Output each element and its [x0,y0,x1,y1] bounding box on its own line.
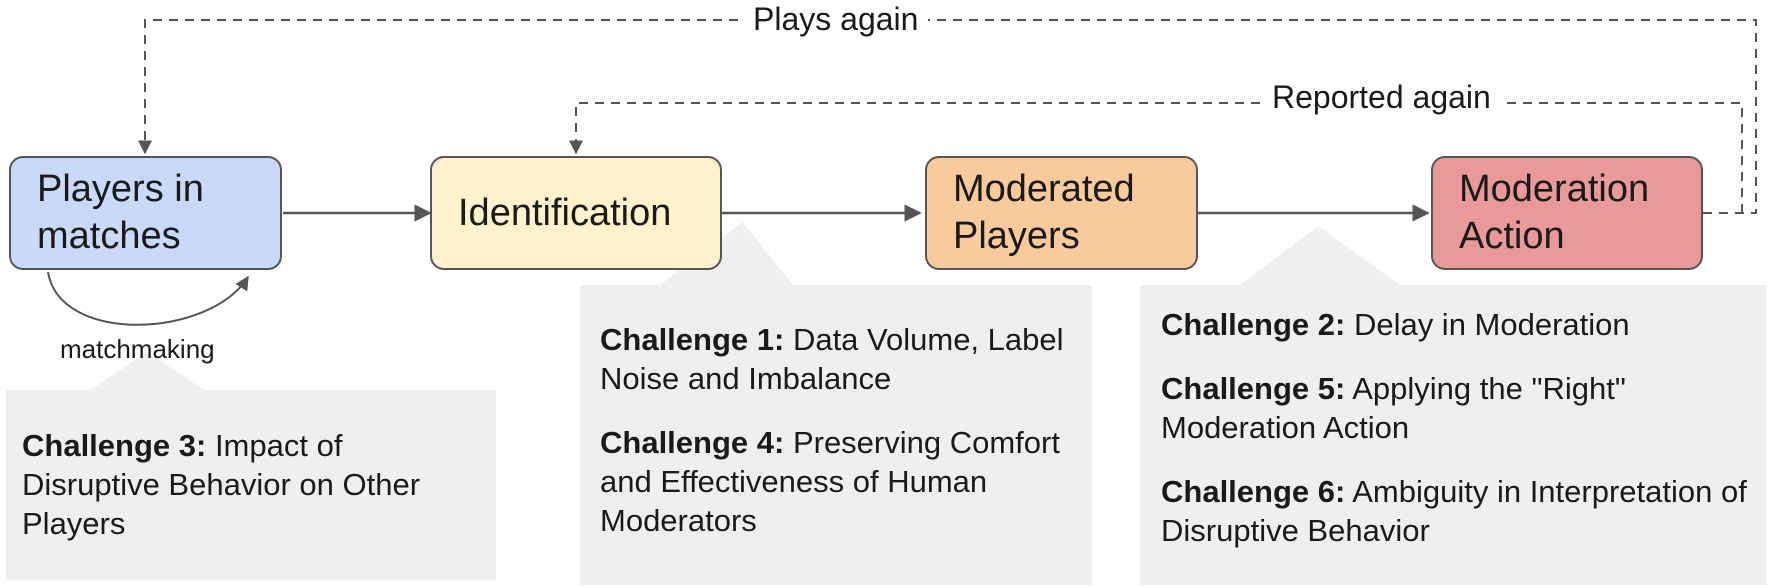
reported-again-label: Reported again [1262,78,1501,116]
callout-left-shape [6,352,496,580]
challenge-1-title: Challenge 1: [600,322,785,357]
callout-left-text: Challenge 3: Impact of Disruptive Behavi… [22,426,482,543]
node-players-in-matches: Players in matches [9,156,282,270]
challenge-2-text: Delay in Moderation [1345,307,1630,342]
challenge-5-text: Applying the "Right" Moderation Action [1161,371,1626,445]
challenge-4-title: Challenge 4: [600,425,785,460]
challenge-6-title: Challenge 6: [1161,474,1346,509]
node-moderated-players: Moderated Players [925,156,1198,270]
challenge-5: Challenge 5: Applying the "Right" Modera… [1161,369,1761,447]
challenge-1-text: Data Volume, Label Noise and Imbalance [600,322,1064,396]
challenge-3: Challenge 3: Impact of Disruptive Behavi… [22,426,482,543]
matchmaking-label: matchmaking [60,334,215,364]
callout-middle-shape [580,222,1092,585]
callout-middle-text: Challenge 1: Data Volume, Label Noise an… [600,320,1070,540]
challenge-2-title: Challenge 2: [1161,307,1346,342]
challenge-4-text: Preserving Comfort and Effectiveness of … [600,425,1060,538]
challenge-2: Challenge 2: Delay in Moderation [1161,305,1761,344]
node-identification-label: Identification [458,191,672,234]
node-moderated-players-label: Moderated Players [953,168,1135,257]
node-players-in-matches-label: Players in matches [37,168,204,257]
challenge-6-text: Ambiguity in Interpretation of Disruptiv… [1161,474,1747,548]
plays-again-label: Plays again [743,0,929,38]
reported-again-loop [569,102,1743,213]
matchmaking-loop-arrow [47,271,249,326]
plays-again-loop [138,19,1757,214]
challenge-6: Challenge 6: Ambiguity in Interpretation… [1161,472,1761,550]
callout-right-shape [1140,226,1766,585]
challenge-1: Challenge 1: Data Volume, Label Noise an… [600,320,1070,398]
node-moderation-action-label: Moderation Action [1459,168,1650,257]
challenge-5-title: Challenge 5: [1161,371,1346,406]
challenge-4: Challenge 4: Preserving Comfort and Effe… [600,423,1070,540]
node-moderation-action: Moderation Action [1431,156,1703,270]
callout-right-text: Challenge 2: Delay in Moderation Challen… [1161,305,1761,550]
node-identification: Identification [430,156,722,270]
challenge-3-text: Impact of Disruptive Behavior on Other P… [22,428,421,541]
challenge-3-title: Challenge 3: [22,428,207,463]
